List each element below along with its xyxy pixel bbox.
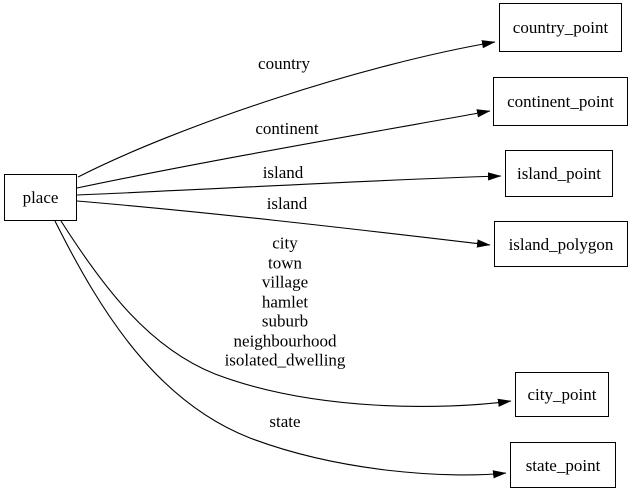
edge-label-continent: continent <box>255 119 319 139</box>
edge-label-neighbourhood: neighbourhood <box>233 331 337 351</box>
edge-label-city: city <box>272 233 298 253</box>
edge-label-village: village <box>261 272 309 292</box>
node-state-point-label: state_point <box>525 455 601 475</box>
edge-label-city-group: city town village hamlet suburb neighbou… <box>225 234 346 371</box>
edge-label-isolated-dwelling: isolated_dwelling <box>224 350 346 370</box>
node-island-polygon-label: island_polygon <box>508 234 614 254</box>
node-country-point-label: country_point <box>512 18 609 37</box>
edge-place-city-point <box>60 220 512 407</box>
edge-place-island-polygon <box>76 200 491 248</box>
node-island-point: island_point <box>505 150 613 197</box>
edge-place-continent-point <box>76 109 491 189</box>
edge-label-hamlet: hamlet <box>261 292 309 312</box>
edge-place-state-point <box>54 220 507 479</box>
edge-label-suburb: suburb <box>261 311 309 331</box>
edge-place-island-point <box>76 172 502 196</box>
edge-label-island-point: island <box>262 163 304 183</box>
node-island-polygon: island_polygon <box>494 221 628 267</box>
edge-place-country-point <box>77 40 496 178</box>
node-place: place <box>4 174 77 221</box>
edge-label-island-polygon: island <box>266 194 308 214</box>
node-country-point: country_point <box>499 3 622 52</box>
node-continent-point-label: continent_point <box>507 92 614 111</box>
node-continent-point: continent_point <box>493 77 628 126</box>
edge-label-state: state <box>269 412 301 432</box>
node-city-point: city_point <box>515 372 609 417</box>
node-island-point-label: island_point <box>516 164 602 183</box>
node-state-point: state_point <box>510 442 616 488</box>
edge-label-country: country <box>258 54 310 74</box>
edge-label-town: town <box>268 253 302 273</box>
node-place-label: place <box>22 188 59 207</box>
node-city-point-label: city_point <box>527 385 597 404</box>
